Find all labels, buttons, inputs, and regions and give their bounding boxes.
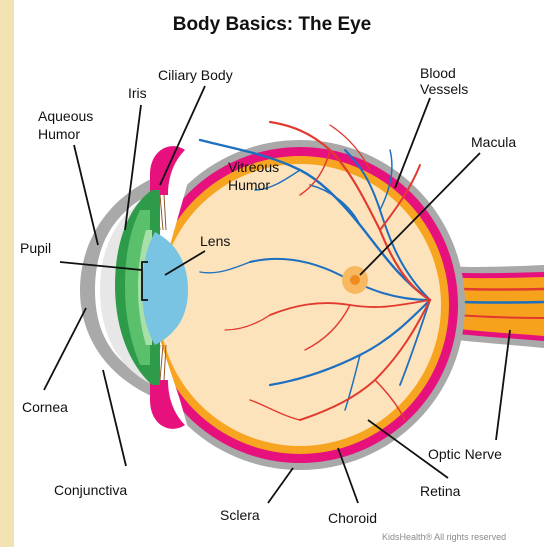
label-choroid: Choroid bbox=[328, 510, 377, 526]
label-vitreous-humor-2: Humor bbox=[228, 177, 270, 193]
label-aqueous-humor-1: Aqueous bbox=[38, 108, 93, 124]
credit-text: KidsHealth® All rights reserved bbox=[382, 532, 506, 542]
label-pupil: Pupil bbox=[20, 240, 51, 256]
label-retina: Retina bbox=[420, 483, 461, 499]
label-optic-nerve: Optic Nerve bbox=[428, 446, 502, 462]
label-conjunctiva: Conjunctiva bbox=[54, 482, 127, 498]
label-cornea: Cornea bbox=[22, 399, 68, 415]
label-sclera: Sclera bbox=[220, 507, 260, 523]
label-iris: Iris bbox=[128, 85, 147, 101]
label-macula: Macula bbox=[471, 134, 516, 150]
label-blood-vessels-1: Blood bbox=[420, 65, 456, 81]
label-lens: Lens bbox=[200, 233, 230, 249]
label-ciliary-body: Ciliary Body bbox=[158, 67, 233, 83]
label-blood-vessels-2: Vessels bbox=[420, 81, 468, 97]
label-aqueous-humor-2: Humor bbox=[38, 126, 80, 142]
label-vitreous-humor-1: Vitreous bbox=[228, 159, 279, 175]
